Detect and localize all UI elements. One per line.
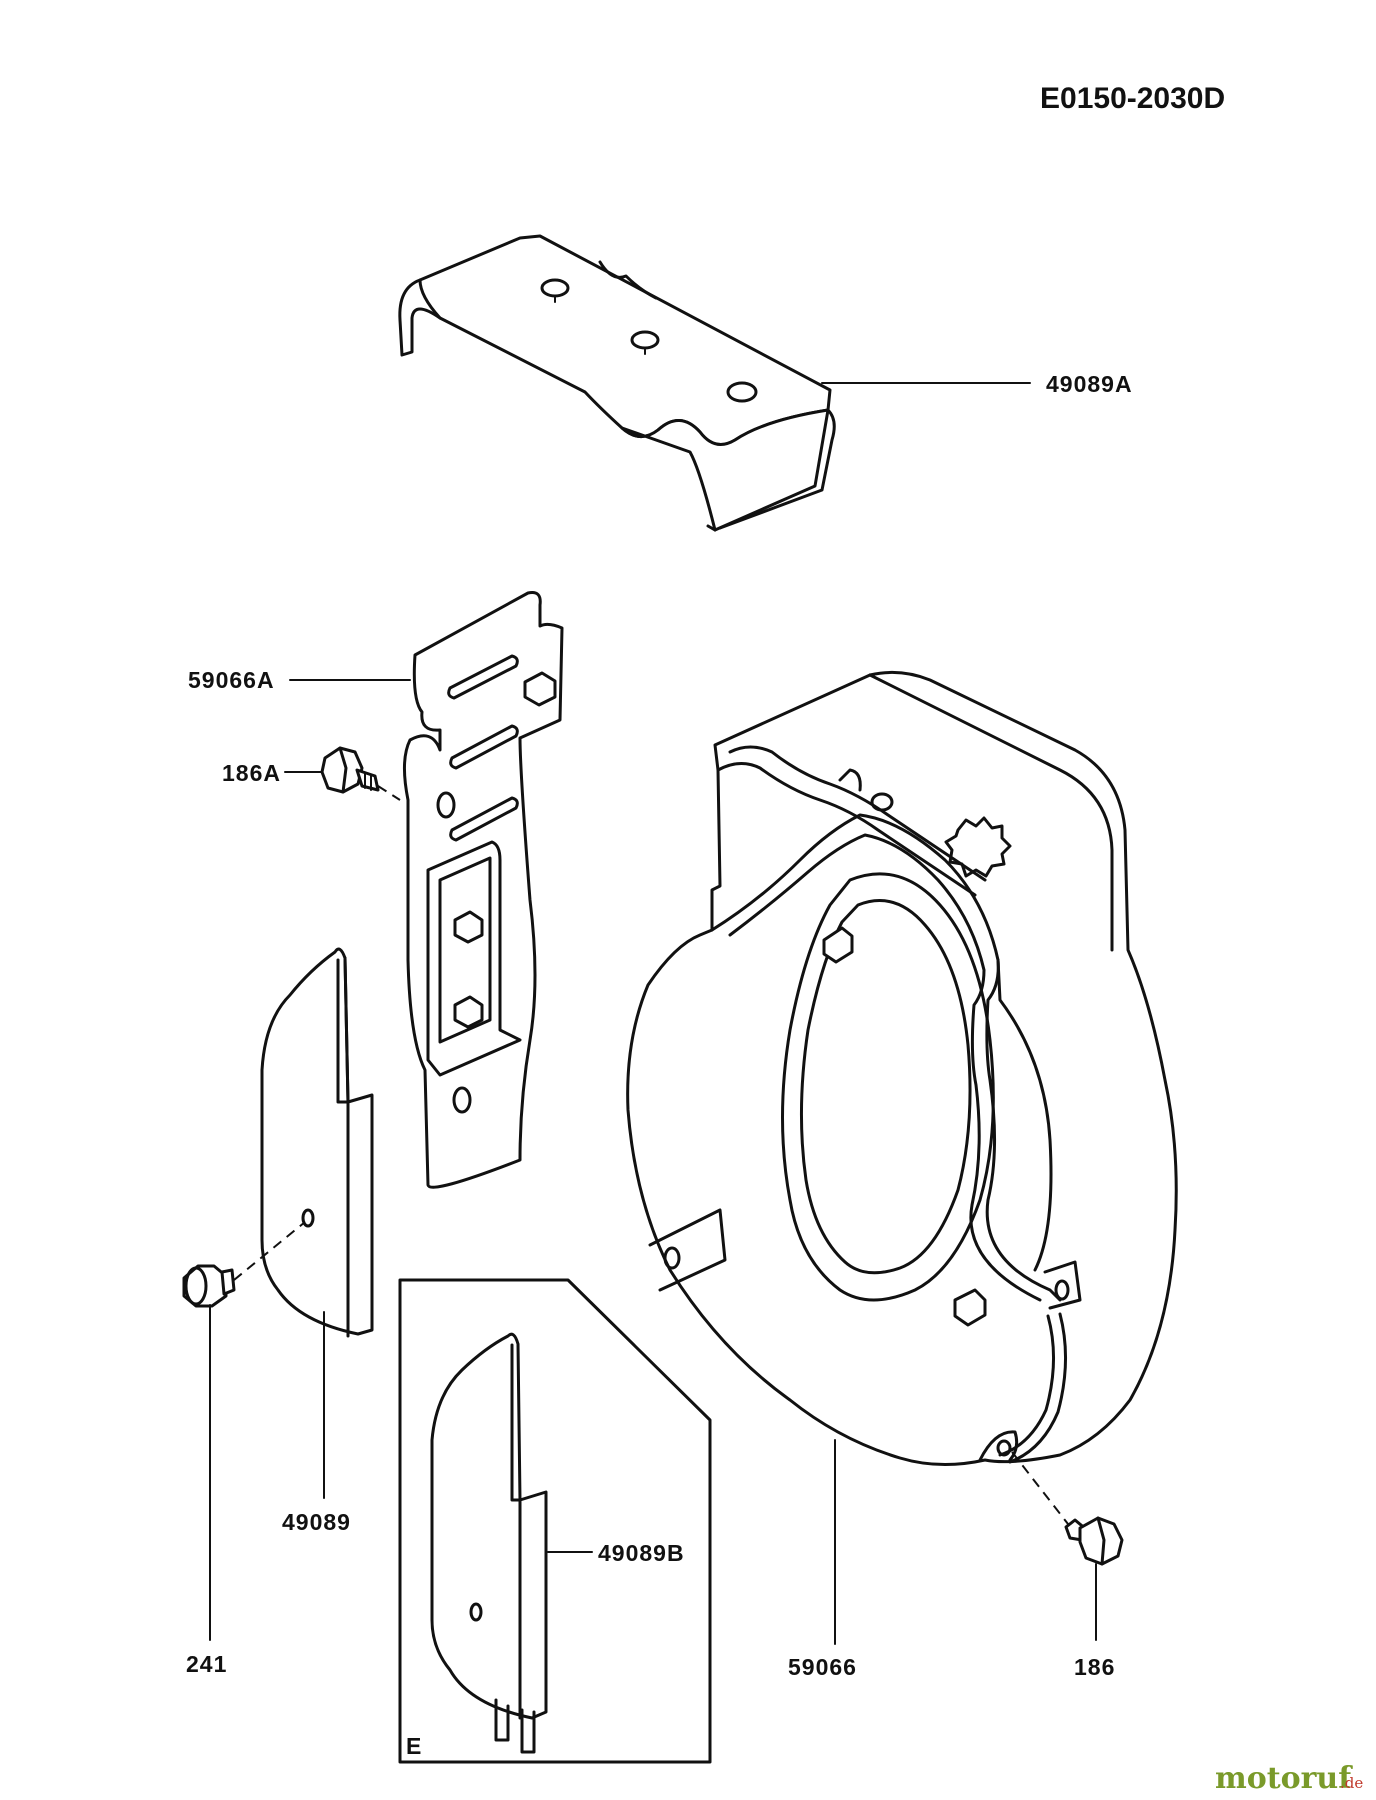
brand-tld: .de bbox=[1340, 1774, 1363, 1792]
bolt-186 bbox=[1064, 1516, 1124, 1566]
label-59066A: 59066A bbox=[188, 667, 275, 693]
label-59066: 59066 bbox=[788, 1654, 857, 1680]
cover-plate-49089A bbox=[398, 234, 836, 532]
curved-shield-49089 bbox=[260, 947, 374, 1338]
label-49089A: 49089A bbox=[1046, 371, 1133, 397]
label-186A: 186A bbox=[222, 760, 281, 786]
label-241: 241 bbox=[186, 1651, 227, 1677]
brand-watermark: motoruf .de bbox=[1215, 1761, 1363, 1796]
bolt-186A bbox=[320, 746, 380, 794]
inset-box-E: E bbox=[398, 1278, 712, 1764]
label-49089B: 49089B bbox=[598, 1540, 685, 1566]
inset-label: E bbox=[406, 1733, 422, 1759]
drawing-code: E0150-2030D bbox=[1040, 82, 1225, 115]
brand-name: motoruf bbox=[1215, 1761, 1353, 1796]
curved-shield-49089B bbox=[430, 1332, 548, 1754]
blower-housing-59066 bbox=[626, 670, 1178, 1466]
label-49089: 49089 bbox=[282, 1509, 351, 1535]
screw-241 bbox=[182, 1264, 236, 1308]
label-186: 186 bbox=[1074, 1654, 1115, 1680]
bracket-plate-59066A bbox=[403, 591, 564, 1189]
